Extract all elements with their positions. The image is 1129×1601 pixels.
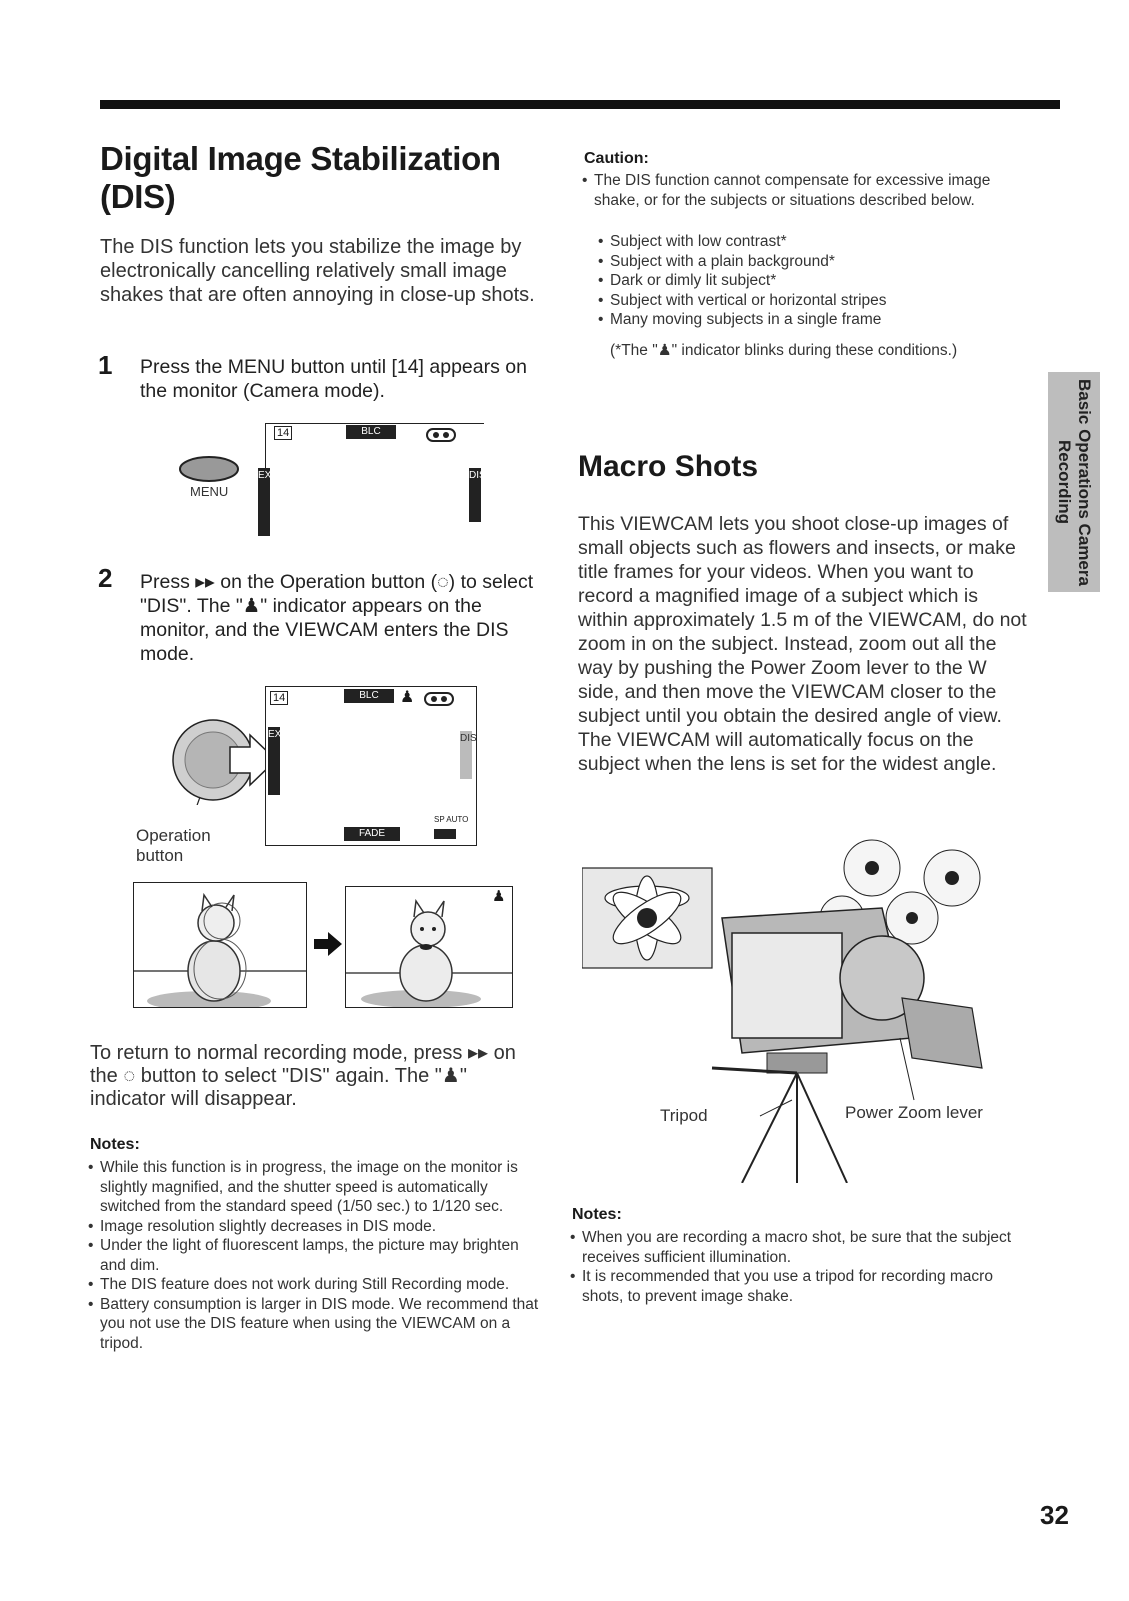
section-side-tab: Basic Operations Camera Recording	[1048, 372, 1100, 592]
power-zoom-lever-label: Power Zoom lever	[845, 1103, 983, 1122]
blc-bar: BLC	[346, 425, 396, 439]
caution-list: Subject with low contrast* Subject with …	[598, 232, 1018, 330]
list-item: Subject with vertical or horizontal stri…	[598, 291, 1018, 311]
dis-title: Digital Image Stabilization (DIS)	[100, 140, 540, 216]
step-2-number: 2	[98, 563, 113, 593]
right-notes-heading: Notes:	[572, 1206, 622, 1223]
side-tab-text: Basic Operations Camera Recording	[1055, 378, 1094, 586]
list-item: When you are recording a macro shot, be …	[570, 1228, 1020, 1267]
menu-label: MENU	[190, 484, 229, 499]
dis-indicator-icon: ♟	[400, 689, 415, 706]
blc-bar-2: BLC	[344, 689, 394, 703]
extend-bar-2: EXTEND	[268, 727, 309, 795]
extend-bar: EXTEND	[258, 468, 299, 536]
left-notes-list: While this function is in progress, the …	[88, 1158, 540, 1353]
operation-button-icon	[168, 715, 288, 826]
monitor-frame-1: 14 BLC EXTEND DIS	[258, 423, 486, 536]
dis-bar-2: DIS	[460, 731, 477, 779]
list-item: It is recommended that you use a tripod …	[570, 1267, 1020, 1306]
menu-button-icon	[178, 455, 240, 483]
header-rule	[100, 100, 1060, 109]
operation-button-label: Operation button	[136, 826, 211, 865]
macro-title: Macro Shots	[578, 450, 759, 483]
dis-indicator-icon-2: ♟	[492, 888, 506, 905]
dis-title-line2: (DIS)	[100, 178, 176, 215]
dis-intro: The DIS function lets you stabilize the …	[100, 236, 535, 306]
tripod-label: Tripod	[660, 1106, 708, 1125]
camera-tripod-illustration	[581, 838, 1022, 1184]
list-item: The DIS function cannot compensate for e…	[582, 171, 1032, 210]
dis-title-line1: Digital Image Stabilization	[100, 140, 501, 177]
sp-auto-label: SP AUTO	[434, 815, 469, 824]
tape-icon-2	[424, 692, 454, 706]
right-notes-list: When you are recording a macro shot, be …	[570, 1228, 1020, 1306]
step-2-text: Press ▸▸ on the Operation button (◌) to …	[140, 571, 534, 665]
fade-bar: FADE	[344, 827, 400, 841]
battery-icon	[434, 829, 456, 839]
monitor-frame-2: 14 BLC ♟ EXTEND DIS SP AUTO FADE	[265, 686, 477, 846]
list-item: Subject with a plain background*	[598, 252, 1018, 272]
list-item: Subject with low contrast*	[598, 232, 1018, 252]
list-item: Dark or dimly lit subject*	[598, 271, 1018, 291]
icon-14-badge: 14	[274, 426, 293, 440]
step-1-number: 1	[98, 350, 113, 380]
list-item: Under the light of fluorescent lamps, th…	[88, 1236, 540, 1275]
cat-image-before	[133, 882, 307, 1011]
list-item: The DIS feature does not work during Sti…	[88, 1275, 540, 1295]
dis-bar: DIS	[469, 468, 486, 522]
arrow-right-icon	[314, 932, 342, 956]
list-item: While this function is in progress, the …	[88, 1158, 540, 1217]
caution-heading: Caution:	[584, 150, 649, 167]
left-notes-heading: Notes:	[90, 1136, 140, 1153]
page-number: 32	[1040, 1500, 1069, 1530]
caution-intro: The DIS function cannot compensate for e…	[582, 171, 1032, 210]
tape-icon	[426, 428, 456, 442]
list-item: Many moving subjects in a single frame	[598, 310, 1018, 330]
macro-text: This VIEWCAM lets you shoot close-up ima…	[578, 513, 1027, 775]
cat-image-after: ♟	[345, 886, 513, 1008]
icon-14-badge-2: 14	[270, 691, 289, 705]
step-1-text: Press the MENU button until [14] appears…	[140, 356, 527, 402]
caution-footnote: (*The "♟" indicator blinks during these …	[610, 342, 958, 359]
return-text: To return to normal recording mode, pres…	[90, 1042, 516, 1110]
list-item: Battery consumption is larger in DIS mod…	[88, 1295, 540, 1354]
list-item: Image resolution slightly decreases in D…	[88, 1217, 540, 1237]
